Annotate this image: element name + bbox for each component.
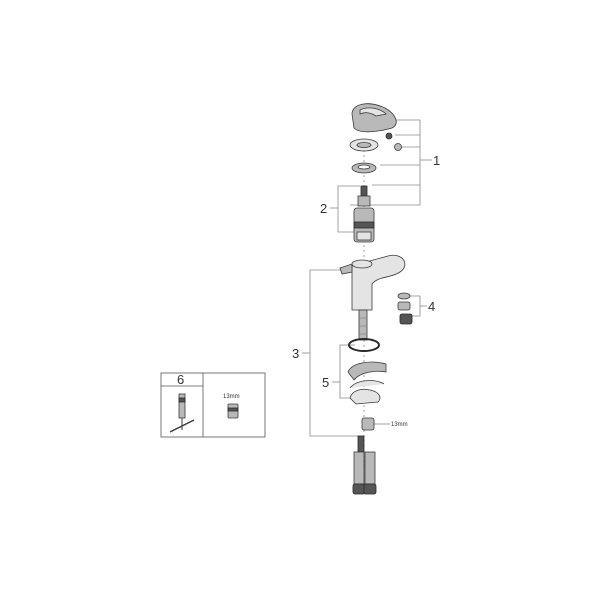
threaded-rod [358,309,368,341]
callout-2: 2 [320,201,327,216]
nut [351,162,377,174]
dimension-13mm-inset: 13mm [223,394,240,400]
dimension-13mm-main: 13mm [391,422,408,428]
lever-handle [351,103,397,133]
key-wrench-tool [169,393,195,433]
aerator-assembly [397,292,413,325]
o-ring [348,338,380,352]
callout-5: 5 [322,375,329,390]
callout-3: 3 [292,346,299,361]
fixing-plate [349,388,381,405]
fixing-nut [361,417,375,431]
callout-1: 1 [433,153,440,168]
faucet-body [339,254,406,311]
callout-4: 4 [428,299,435,314]
decor-ring [349,138,379,152]
handle-screw [385,132,402,151]
socket-tool [227,403,239,419]
cartridge-stem [357,185,371,207]
callout-6: 6 [177,372,184,387]
fixing-bracket [347,361,387,389]
cartridge-body [353,207,375,243]
flex-hoses [352,435,377,495]
tool-inset: 6 13mm [160,372,266,438]
